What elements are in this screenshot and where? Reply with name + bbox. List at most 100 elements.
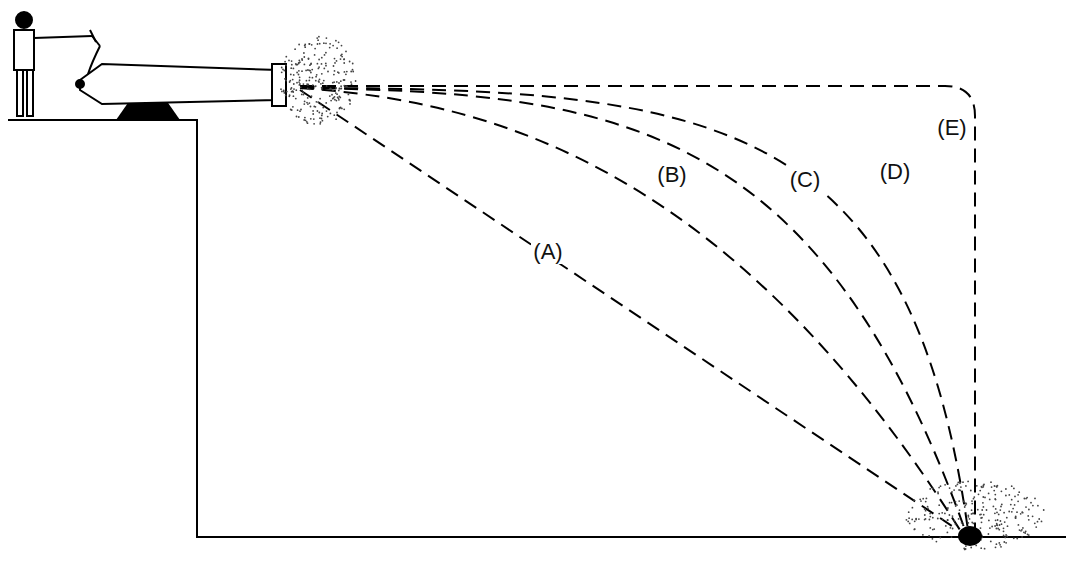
smoke-dot: [293, 95, 295, 97]
smoke-dot: [1003, 541, 1005, 543]
smoke-dot: [911, 519, 913, 521]
smoke-dot: [949, 502, 951, 504]
smoke-dot: [336, 60, 338, 62]
smoke-dot: [1015, 516, 1017, 518]
smoke-dot: [1007, 525, 1009, 527]
smoke-dot: [290, 109, 292, 111]
smoke-dot: [314, 48, 316, 50]
smoke-dot: [322, 82, 324, 84]
smoke-dot: [344, 71, 346, 73]
smoke-dot: [312, 113, 314, 115]
smoke-dot: [1004, 521, 1006, 523]
smoke-dot: [963, 501, 965, 503]
smoke-dot: [349, 99, 351, 101]
smoke-dot: [338, 90, 340, 92]
smoke-dot: [1016, 511, 1018, 513]
smoke-dot: [322, 107, 324, 109]
smoke-dot: [955, 505, 957, 507]
smoke-dot: [333, 114, 335, 116]
smoke-dot: [345, 85, 347, 87]
smoke-dot: [1011, 499, 1013, 501]
smoke-dot: [1013, 537, 1015, 539]
smoke-dot: [343, 108, 345, 110]
smoke-dot: [299, 83, 301, 85]
smoke-dot: [319, 79, 321, 81]
smoke-dot: [988, 493, 990, 495]
trajectory-label: (E): [935, 116, 968, 140]
smoke-dot: [311, 69, 313, 71]
smoke-dot: [296, 82, 298, 84]
smoke-dot: [317, 101, 319, 103]
smoke-dot: [291, 91, 293, 93]
gunner-figure: [14, 12, 100, 116]
smoke-dot: [333, 81, 335, 83]
smoke-dot: [949, 487, 951, 489]
smoke-dot: [1000, 546, 1002, 548]
smoke-dot: [924, 519, 926, 521]
smoke-dot: [986, 509, 988, 511]
smoke-dot: [1006, 517, 1008, 519]
smoke-dot: [919, 498, 921, 500]
smoke-dot: [914, 520, 916, 522]
smoke-dot: [971, 522, 973, 524]
smoke-dot: [300, 109, 302, 111]
smoke-dot: [945, 525, 947, 527]
smoke-dot: [293, 83, 295, 85]
smoke-dot: [327, 71, 329, 73]
smoke-dot: [1028, 519, 1030, 521]
smoke-dot: [351, 83, 353, 85]
smoke-dot: [340, 80, 342, 82]
smoke-dot: [315, 76, 317, 78]
smoke-dot: [982, 496, 984, 498]
smoke-dot: [299, 110, 301, 112]
smoke-dot: [298, 70, 300, 72]
smoke-dot: [310, 118, 312, 120]
smoke-dot: [309, 64, 311, 66]
smoke-dot: [973, 498, 975, 500]
smoke-dot: [295, 63, 297, 65]
smoke-dot: [309, 77, 311, 79]
smoke-dot: [321, 118, 323, 120]
smoke-dot: [285, 80, 287, 82]
smoke-dot: [332, 45, 334, 47]
smoke-dot: [908, 511, 910, 513]
smoke-dot: [965, 548, 967, 550]
smoke-dot: [1025, 506, 1027, 508]
smoke-dot: [996, 543, 998, 545]
smoke-dot: [312, 84, 314, 86]
smoke-dot: [310, 63, 312, 65]
smoke-dot: [938, 513, 940, 515]
smoke-dot: [314, 54, 316, 56]
smoke-dot: [286, 91, 288, 93]
smoke-dot: [344, 79, 346, 81]
smoke-dot: [967, 515, 969, 517]
smoke-dot: [298, 116, 300, 118]
smoke-dot: [320, 83, 322, 85]
smoke-dot: [323, 80, 325, 82]
smoke-dot: [343, 85, 345, 87]
smoke-dot: [346, 86, 348, 88]
smoke-dot: [313, 118, 315, 120]
smoke-dot: [301, 89, 303, 91]
smoke-dot: [1022, 527, 1024, 529]
smoke-dot: [972, 513, 974, 515]
smoke-dot: [320, 103, 322, 105]
smoke-dot: [336, 112, 338, 114]
smoke-dot: [336, 100, 338, 102]
smoke-dot: [932, 488, 934, 490]
smoke-dot: [299, 79, 301, 81]
smoke-dot: [999, 509, 1001, 511]
smoke-dot: [335, 118, 337, 120]
smoke-dot: [1001, 523, 1003, 525]
smoke-dot: [284, 78, 286, 80]
smoke-dot: [303, 83, 305, 85]
smoke-dot: [942, 518, 944, 520]
smoke-dot: [1005, 488, 1007, 490]
smoke-dot: [329, 47, 331, 49]
smoke-dot: [938, 487, 940, 489]
smoke-dot: [979, 490, 981, 492]
smoke-dot: [924, 514, 926, 516]
smoke-dot: [308, 57, 310, 59]
smoke-dot: [340, 85, 342, 87]
smoke-dot: [321, 57, 323, 59]
